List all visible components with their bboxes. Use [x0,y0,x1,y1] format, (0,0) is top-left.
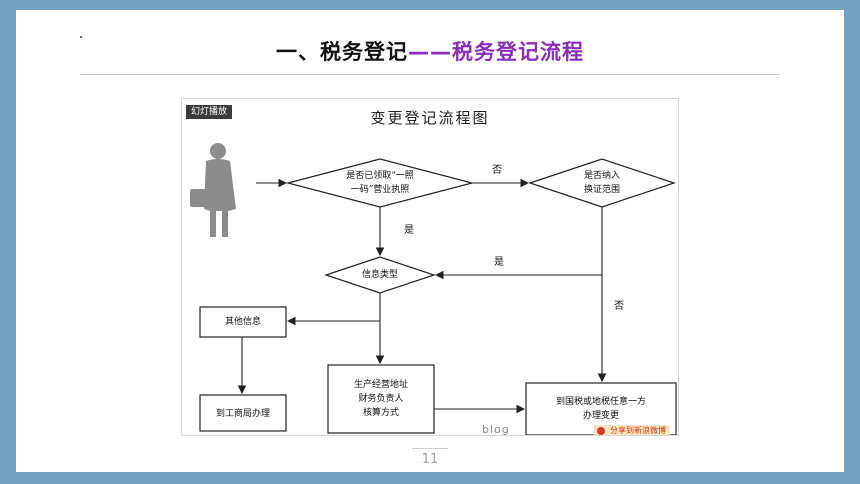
title-main: 一、税务登记 [276,40,408,64]
weibo-icon [597,427,605,435]
box-other-info [199,306,287,338]
page-number-rule [412,448,448,449]
decorative-dot [80,36,82,38]
box-production-label: 生产经营地址 财务负责人 核算方式 [353,380,408,418]
title-sub: ——税务登记流程 [408,40,584,64]
decision-info-type-label: 信息类型 [361,270,398,280]
flowchart-title: 变更登记流程图 [370,109,490,127]
box-bureau [199,394,287,432]
share-label: 分享到新浪微博 [610,426,666,435]
share-weibo-button[interactable]: 分享到新浪微博 [594,425,670,435]
box-bureau-label: 到工商局办理 [215,409,270,419]
decision-info-type [324,256,436,294]
edge-label-no-2: 否 [614,301,624,312]
box-production [327,364,435,434]
businessman-silhouette-icon [190,143,236,237]
box-tax-office-label: 到国税或地税任意一方 办理变更 [555,397,646,421]
box-other-info-label: 其他信息 [224,317,261,327]
title-divider [80,74,780,75]
decision-license-label: 是否已领取“一照 一码”营业执照 [346,171,414,195]
page-title: 一、税务登记——税务登记流程 [0,36,860,66]
decision-scope-label: 是否纳入 换证范围 [583,171,620,195]
edge-label-yes-1: 是 [404,225,414,236]
edge-label-yes-2: 是 [494,257,504,268]
edge-label-no-1: 否 [492,165,502,176]
flowchart-image: 幻灯播放 变更登记流程图 [182,99,678,435]
slideshow-badge: 幻灯播放 [186,105,233,119]
watermark: blog [482,423,510,435]
flowchart-diagram [190,143,677,435]
page-number: 11 [421,452,439,467]
decision-scope [528,158,676,208]
